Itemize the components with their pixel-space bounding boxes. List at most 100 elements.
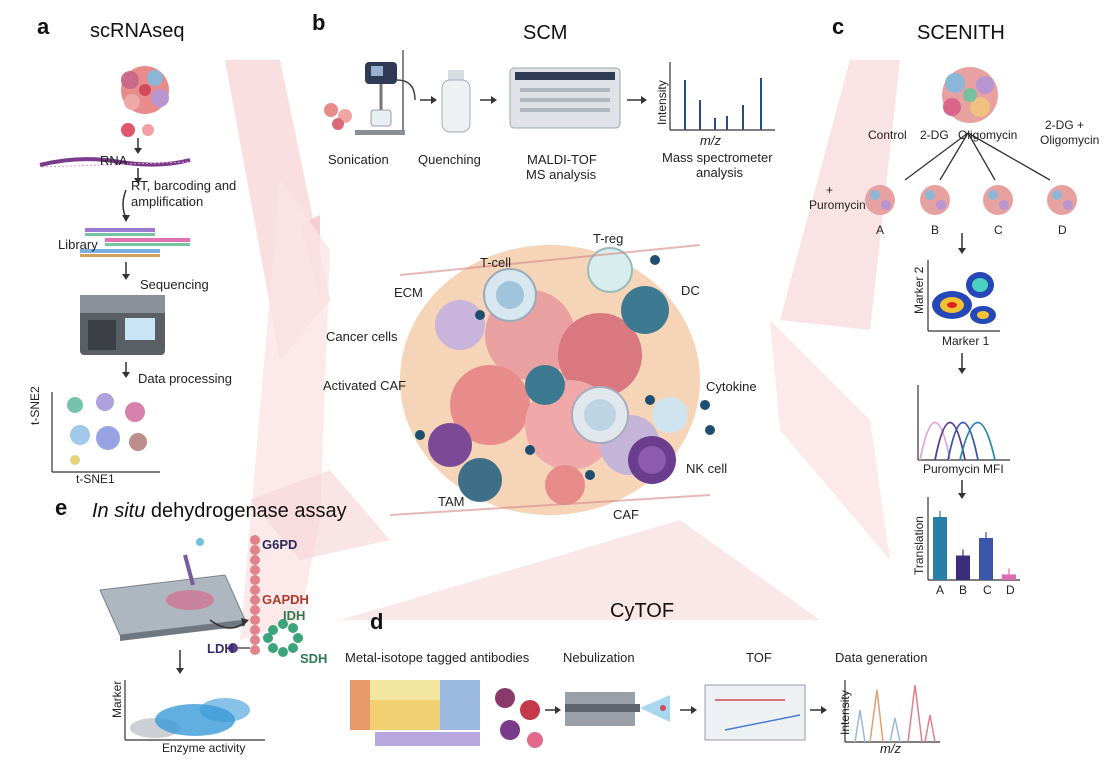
tagged-antibodies-icon bbox=[495, 688, 543, 748]
rt-label-2: amplification bbox=[131, 194, 204, 209]
bar-x-c: C bbox=[983, 583, 992, 597]
puromycin-mfi-label: Puromycin MFI bbox=[923, 462, 1004, 476]
sequencer-icon bbox=[80, 295, 165, 355]
group-b: B bbox=[931, 223, 940, 237]
nebulization-label: Nebulization bbox=[563, 650, 635, 665]
dendritic-cell-icon bbox=[621, 286, 669, 334]
panel-c-letter: c bbox=[832, 14, 845, 39]
cluster-c-icon bbox=[983, 185, 1013, 215]
panel-b-title: SCM bbox=[523, 22, 568, 44]
bar-b bbox=[956, 555, 970, 580]
rt-label: RT, barcoding and bbox=[131, 178, 237, 193]
intensity-label-d: Intensity bbox=[838, 690, 852, 735]
scenith-diagram bbox=[865, 67, 1077, 581]
tsne-plot-icon bbox=[51, 392, 160, 473]
scm-diagram bbox=[324, 50, 775, 135]
tam-label: TAM bbox=[438, 494, 465, 509]
enzyme-scatter-plot-icon bbox=[124, 680, 265, 741]
ldh-label: LDH bbox=[207, 641, 234, 656]
bar-x-a: A bbox=[936, 583, 945, 597]
bar-x-d: D bbox=[1006, 583, 1015, 597]
panel-a-title: scRNAseq bbox=[90, 20, 185, 42]
quenching-label: Quenching bbox=[418, 152, 481, 167]
panel-d-letter: d bbox=[370, 609, 384, 634]
activated-caf-label: Activated CAF bbox=[323, 378, 407, 393]
ecm-label: ECM bbox=[394, 285, 423, 300]
processing-label: Data processing bbox=[138, 371, 232, 386]
bar-d bbox=[1002, 574, 1016, 580]
cluster-b-icon bbox=[920, 185, 950, 215]
panel-d-title: CyTOF bbox=[610, 600, 675, 622]
scrnaseq-diagram bbox=[39, 66, 191, 473]
tumor-cluster-icon bbox=[942, 67, 998, 123]
sequencing-label: Sequencing bbox=[140, 277, 209, 292]
sonicator-icon bbox=[355, 50, 416, 135]
cluster-a-icon bbox=[865, 185, 895, 215]
tam-icon bbox=[458, 458, 502, 502]
panel-b-letter: b bbox=[312, 10, 326, 35]
tof-label: TOF bbox=[746, 650, 772, 665]
cytof-diagram bbox=[350, 680, 940, 748]
sdh-label: SDH bbox=[300, 651, 328, 666]
group-c: C bbox=[994, 223, 1003, 237]
caf-label: CAF bbox=[613, 507, 639, 522]
cluster-d-icon bbox=[1047, 185, 1077, 215]
sonication-label: Sonication bbox=[328, 152, 389, 167]
cytof-spectrum-icon bbox=[844, 680, 940, 743]
panel-e-letter: e bbox=[55, 495, 68, 520]
treg-label: T-reg bbox=[593, 231, 624, 246]
panel-e-title: In situ dehydrogenase assay bbox=[92, 500, 347, 523]
panel-a-letter: a bbox=[37, 14, 50, 39]
translation-bar-chart bbox=[933, 511, 1016, 580]
maldi-label: MALDI-TOF bbox=[527, 152, 597, 167]
dc-label: DC bbox=[681, 283, 700, 298]
enzyme-chain-icon bbox=[228, 535, 303, 657]
bar-a bbox=[933, 517, 947, 580]
mz-label-b: m/z bbox=[700, 133, 721, 148]
condition-control: Control bbox=[868, 128, 907, 142]
maldi-label-2: MS analysis bbox=[526, 167, 597, 182]
translation-label: Translation bbox=[912, 516, 926, 575]
idh-label: IDH bbox=[283, 608, 306, 623]
panel-e-title-rest: dehydrogenase assay bbox=[145, 500, 347, 522]
g6pd-label: G6PD bbox=[262, 537, 298, 552]
condition-2dg: 2-DG bbox=[920, 128, 949, 142]
t-reg-icon bbox=[587, 247, 633, 293]
metal-isotope-label: Metal-isotope tagged antibodies bbox=[345, 650, 530, 665]
puromycin-label: Puromycin bbox=[809, 198, 866, 212]
gapdh-label: GAPDH bbox=[262, 592, 309, 607]
condition-2dg-plus: 2-DG + bbox=[1045, 118, 1085, 132]
mass-spectrum-icon bbox=[669, 62, 775, 131]
flow-cytometry-plot-icon bbox=[927, 260, 1000, 332]
tcell-label: T-cell bbox=[480, 255, 512, 270]
dehydrogenase-assay-diagram bbox=[99, 535, 303, 741]
tof-analyzer-icon bbox=[704, 684, 806, 741]
library-label: Library bbox=[58, 237, 98, 252]
maldi-tof-icon bbox=[509, 67, 621, 129]
tumor-microenvironment-illustration bbox=[389, 244, 715, 516]
intensity-label-b: Intensity bbox=[655, 80, 669, 125]
tumor-cluster-icon bbox=[121, 66, 169, 114]
panel-e-title-italic: In situ bbox=[92, 500, 146, 522]
nk-cell-label: NK cell bbox=[686, 461, 728, 476]
marker-label-e: Marker bbox=[110, 680, 124, 718]
puromycin-histogram-icon bbox=[917, 385, 1010, 461]
marker1-label: Marker 1 bbox=[942, 334, 990, 348]
enzyme-activity-label: Enzyme activity bbox=[162, 741, 246, 755]
nebulizer-icon bbox=[565, 692, 670, 726]
library-strands-icon bbox=[80, 228, 190, 257]
quenching-bottle-icon bbox=[441, 70, 471, 133]
group-d: D bbox=[1058, 223, 1067, 237]
mz-label-d: m/z bbox=[880, 741, 901, 756]
rna-label: RNA bbox=[100, 153, 128, 168]
marker2-label: Marker 2 bbox=[912, 266, 926, 314]
puromycin-plus: + bbox=[826, 183, 834, 197]
ms-label-2: analysis bbox=[696, 165, 743, 180]
ms-label: Mass spectrometer bbox=[662, 150, 773, 165]
group-a: A bbox=[876, 223, 885, 237]
data-generation-label: Data generation bbox=[835, 650, 928, 665]
condition-oligomycin: Oligomycin bbox=[958, 128, 1018, 142]
tsne2-label: t-SNE2 bbox=[28, 386, 42, 425]
cancer-cells-label: Cancer cells bbox=[326, 329, 398, 344]
